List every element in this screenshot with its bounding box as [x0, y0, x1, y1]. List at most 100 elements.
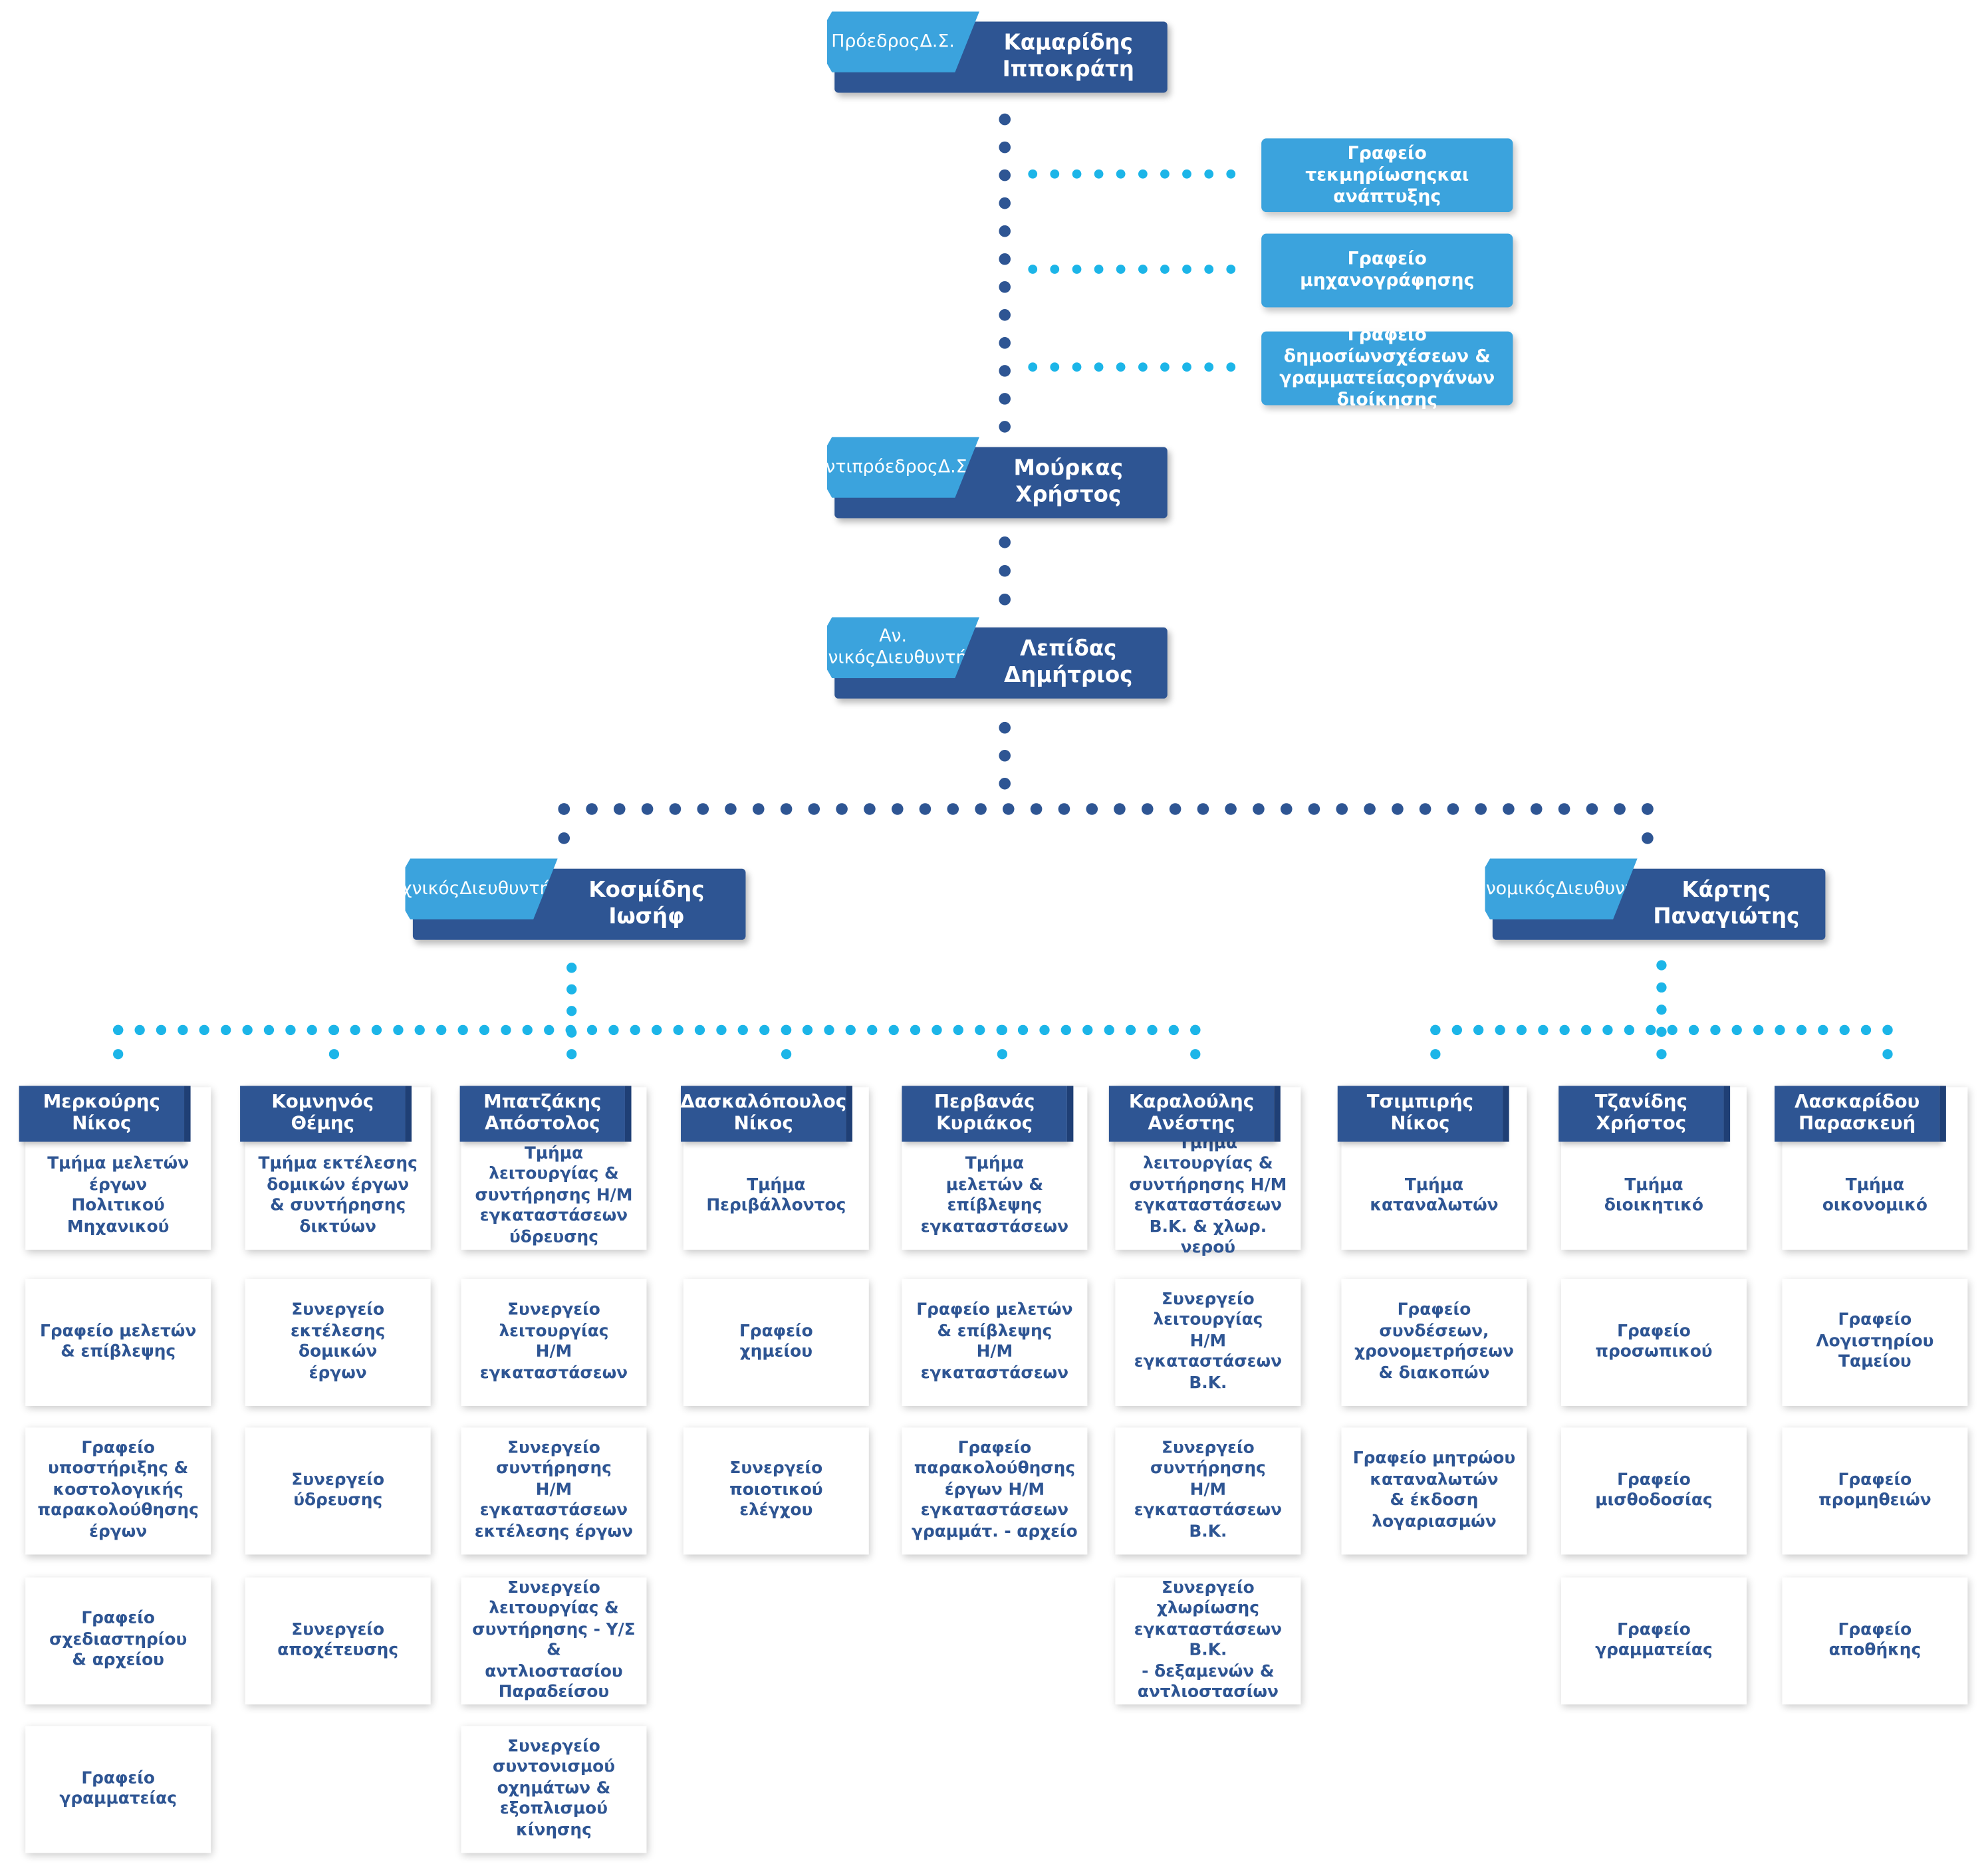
text-line: Νίκος [1390, 1113, 1450, 1135]
connector-dot [1336, 803, 1348, 815]
text-line: Η/Μ εγκαταστάσεων [479, 1480, 628, 1521]
connector-dot [1226, 265, 1236, 274]
text-line: εγκαταστάσεων [1134, 1353, 1283, 1372]
text-line: Γραφείο [739, 1321, 813, 1341]
connector-dot [641, 803, 654, 815]
connector-dot [867, 1024, 878, 1036]
text-line: διοικητικό [1604, 1196, 1703, 1216]
text-line: Τμήμα [747, 1175, 806, 1195]
text-line: Γραφείο [1838, 1619, 1912, 1639]
text-line: μελετών & [945, 1175, 1044, 1195]
connector-dot [1226, 169, 1236, 179]
text-line: Η/Μ [535, 1342, 572, 1362]
staff-office: Γραφείο τεκμηρίωσηςκαι ανάπτυξης [1261, 138, 1513, 213]
text-line: Τμήμα [965, 1154, 1025, 1174]
connector-dot [1138, 265, 1148, 274]
text-line: Συνεργείο [291, 1619, 385, 1639]
connector-dot [1028, 265, 1038, 274]
connector-dot [1017, 1024, 1029, 1036]
text-line: Χρήστος [1596, 1113, 1687, 1135]
connector-dot [178, 1024, 188, 1036]
connector-dot [1168, 1024, 1179, 1036]
connector-dot [1839, 1024, 1850, 1036]
text-line: Μερκούρης [43, 1092, 160, 1113]
text-line: Γραφείο μηχανογράφησης [1300, 249, 1475, 291]
connector-dot [1430, 1049, 1441, 1060]
connector-dot [1796, 1024, 1807, 1036]
connector-dot [613, 803, 626, 815]
text-line: Γραφείο [81, 1609, 156, 1629]
text-line: Περιβάλλοντος [706, 1196, 846, 1216]
connector-dot [565, 1024, 576, 1036]
text-line: Η/Μ [1189, 1332, 1227, 1351]
connector-dot [1116, 169, 1126, 179]
text-line: αποθήκης [1828, 1641, 1922, 1661]
connector-dot [1028, 362, 1038, 372]
text-line: δομικών έργων [267, 1175, 410, 1195]
connector-dot [221, 1024, 231, 1036]
connector-dot [999, 197, 1011, 209]
leader-role: ΑντιπρόεδροςΔ.Σ. [827, 437, 979, 498]
connector-dot [1475, 803, 1487, 815]
text-line: επίβλεψης [947, 1196, 1043, 1216]
leader-role: ΟικονομικόςΔιευθυντής [1485, 858, 1637, 919]
connector-dot [975, 1024, 985, 1036]
text-line: συντονισμού [492, 1758, 615, 1778]
text-line: Κοσμίδης [588, 877, 705, 903]
connector-dot [999, 593, 1011, 606]
text-line: γραμματείας [1595, 1641, 1713, 1661]
connector-dot [1002, 803, 1015, 815]
connector-dot [975, 803, 987, 815]
connector-dot [999, 393, 1011, 405]
connector-dot [1058, 803, 1070, 815]
connector-dot [1197, 803, 1209, 815]
text-line: Γραφείο [1617, 1619, 1691, 1639]
text-line: Κομνηνός [271, 1092, 374, 1113]
text-line: εκτέλεσης έργων [474, 1522, 634, 1542]
text-line: εγκαταστάσεων [1134, 1501, 1283, 1521]
text-line: Θέμης [291, 1113, 355, 1135]
connector-dot [501, 1024, 511, 1036]
connector-dot [999, 281, 1011, 293]
text-line: Τσιμπιρής [1366, 1092, 1474, 1113]
connector-dot [544, 1024, 555, 1036]
connector-dot [307, 1024, 317, 1036]
text-line: ποιοτικού [729, 1480, 823, 1500]
text-line: & έκδοση [1390, 1490, 1479, 1510]
text-line: σχέσεων & γραμματείας [1279, 346, 1491, 389]
leader-role: Αν. ΓενικόςΔιευθυντής [827, 618, 979, 679]
connector-dot [1028, 169, 1038, 179]
unit-card: Γραφείο συνδέσεων,χρονομετρήσεων& διακοπ… [1341, 1278, 1527, 1406]
text-line: Συνεργείο [291, 1300, 385, 1320]
connector-dot [999, 169, 1011, 181]
connector-dot [1182, 265, 1191, 274]
connector-dot [1364, 803, 1376, 815]
text-line: αποχέτευσης [277, 1641, 399, 1661]
connector-dot [1169, 803, 1181, 815]
connector-dot [864, 803, 876, 815]
connector-dot [836, 803, 848, 815]
connector-dot [1430, 1024, 1441, 1036]
text-line: παρακολούθησης [914, 1459, 1076, 1479]
connector-dot [1495, 1024, 1505, 1036]
connector-dot [1190, 1024, 1201, 1036]
text-line: Τμήμα μελετών [47, 1154, 189, 1174]
connector-dot [999, 113, 1011, 126]
connector-dot [328, 1024, 340, 1036]
connector-dot [999, 777, 1011, 790]
connector-dot [1138, 169, 1148, 179]
connector-dot [999, 365, 1011, 377]
connector-dot [1642, 803, 1654, 815]
connector-dot [781, 1024, 792, 1036]
text-line: Νίκος [72, 1113, 132, 1135]
